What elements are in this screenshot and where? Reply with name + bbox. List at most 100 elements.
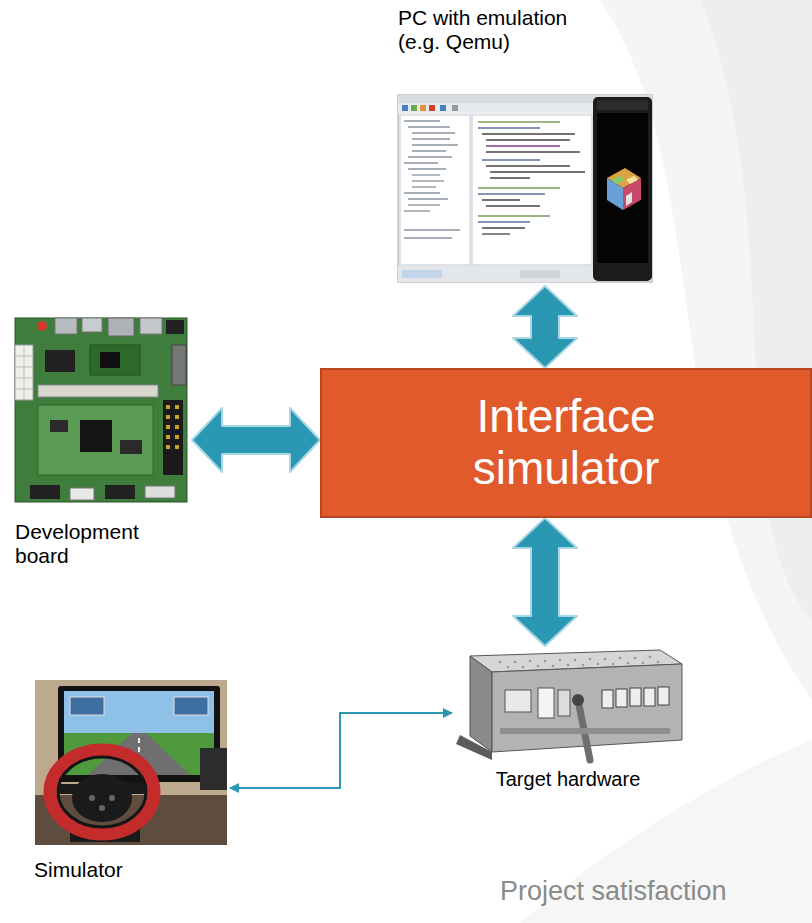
target-hardware-picture-part-part xyxy=(499,661,502,664)
double-arrow xyxy=(513,518,577,646)
target-hardware-picture-part xyxy=(572,694,584,706)
target-hardware-picture-part-part xyxy=(657,661,660,664)
pc-screenshot-part xyxy=(597,113,648,263)
pc-screenshot-part xyxy=(402,105,408,111)
development-board-picture-part xyxy=(38,385,158,397)
background-swoosh-part xyxy=(700,0,812,620)
development-board-picture-part xyxy=(15,345,33,400)
target-hardware-picture-part xyxy=(602,687,669,708)
slide-footer: Project satisfaction xyxy=(500,876,727,907)
driving-simulator-picture-part xyxy=(99,805,105,811)
pc-screenshot-part-part xyxy=(478,121,560,122)
pc-screenshot-part-part xyxy=(486,145,560,146)
target-hardware-picture-part-part xyxy=(642,662,645,665)
pc-screenshot-part xyxy=(411,105,417,111)
pc-screenshot-part xyxy=(440,105,446,111)
target-hardware-picture-part-part xyxy=(597,663,600,666)
pc-screenshot-part-part xyxy=(486,139,570,140)
label-holder: Interface simulator xyxy=(401,391,731,494)
development-board-picture-part xyxy=(145,486,175,498)
pc-screenshot-part-part xyxy=(412,144,458,145)
pc-screenshot-part xyxy=(612,176,624,184)
pc-screenshot-part xyxy=(400,115,470,265)
development-board-picture-part xyxy=(50,420,68,432)
development-board-picture-part-part xyxy=(175,415,179,419)
development-board-picture-part xyxy=(15,318,187,502)
pc-screenshot-part xyxy=(520,270,560,278)
target-hardware-picture-part xyxy=(500,728,670,734)
pc-screenshot-part xyxy=(626,176,638,184)
pc-screenshot-part-part xyxy=(408,198,448,199)
development-board-picture-part xyxy=(166,320,184,334)
development-board-picture-part-part xyxy=(166,405,170,409)
pc-screenshot-part-part xyxy=(478,187,560,188)
development-board-picture-part-part xyxy=(175,425,179,429)
pc-screenshot-part-part xyxy=(404,210,430,211)
development-board-picture-part-part xyxy=(15,367,33,368)
driving-simulator-picture-part xyxy=(58,757,146,827)
pc-screenshot-part-part xyxy=(404,229,460,230)
simulator-node: Simulator xyxy=(30,678,230,896)
target-hardware-picture-part-part xyxy=(644,688,655,706)
pc-screenshot-part-part xyxy=(486,151,580,152)
driving-simulator-picture xyxy=(35,680,227,845)
pc-screenshot-part-part xyxy=(412,180,444,181)
development-board-picture-part xyxy=(30,485,60,499)
pc-screenshot-part xyxy=(472,115,592,265)
development-board-picture-part-part xyxy=(175,445,179,449)
target-hardware-picture-part-part xyxy=(627,662,630,665)
pc-screenshot-part xyxy=(626,192,632,206)
target-hardware-picture-part xyxy=(538,688,554,718)
driving-simulator-picture-part xyxy=(89,795,95,801)
pc-screenshot-part xyxy=(452,105,458,111)
target-hardware-picture-part-part xyxy=(619,657,622,660)
target-hardware-picture-part-part xyxy=(514,661,517,664)
development-board-picture-part xyxy=(90,345,140,375)
development-board-picture-part-part xyxy=(15,389,33,390)
development-board-picture-part xyxy=(120,440,142,454)
signal-link xyxy=(230,713,452,788)
development-board-picture-part xyxy=(55,318,77,334)
pc-screenshot-part-part xyxy=(482,199,520,200)
pc-screenshot-part-part xyxy=(404,192,440,193)
development-board-picture-part xyxy=(163,400,183,475)
pc-screenshot-part-part xyxy=(482,227,525,228)
target-hardware-picture-part-part xyxy=(658,687,669,705)
pc-screenshot-part-part xyxy=(408,126,450,127)
target-hardware-picture-part xyxy=(470,656,492,752)
development-board-picture-part xyxy=(100,352,120,368)
target-hardware-picture-part-part xyxy=(634,657,637,660)
development-board-picture-part-part xyxy=(15,356,33,357)
pc-screenshot-part xyxy=(478,122,585,234)
development-board-picture-part xyxy=(15,345,33,400)
development-board-picture-part-part xyxy=(15,378,33,379)
target-hardware-picture-part-part xyxy=(537,665,540,668)
pc-screenshot-part-part xyxy=(408,156,452,157)
target-hardware-picture-part-part xyxy=(589,658,592,661)
target-hardware-picture-part-part xyxy=(544,660,547,663)
development-board-picture-part-part xyxy=(166,415,170,419)
pc-screenshot-part xyxy=(429,105,435,111)
development-board-picture-part xyxy=(82,318,102,332)
device-label: Target hardware xyxy=(452,768,684,791)
target-hardware-node: Target hardware xyxy=(452,646,688,800)
pc-screenshot-part-part xyxy=(412,174,440,175)
target-hardware-picture-part-part xyxy=(574,659,577,662)
driving-simulator-picture-part xyxy=(200,748,227,790)
pc-screenshot-part-part xyxy=(490,177,530,178)
development-board-picture-part xyxy=(80,420,112,452)
double-arrow xyxy=(192,408,320,472)
driving-simulator-picture-part xyxy=(109,795,115,801)
target-hardware-picture-part-part xyxy=(522,666,525,669)
driving-simulator-picture-part xyxy=(50,750,154,834)
pc-screenshot-part-part xyxy=(408,204,440,205)
pc-screenshot-part-part xyxy=(404,162,438,163)
box-title: Interface simulator xyxy=(401,391,731,494)
device-label: Simulator xyxy=(34,858,214,882)
pc-screenshot-part-part xyxy=(412,132,455,133)
pc-screenshot-part xyxy=(597,100,648,110)
pc-screenshot-part-part xyxy=(478,215,550,216)
target-hardware-picture-part-part xyxy=(616,689,627,707)
